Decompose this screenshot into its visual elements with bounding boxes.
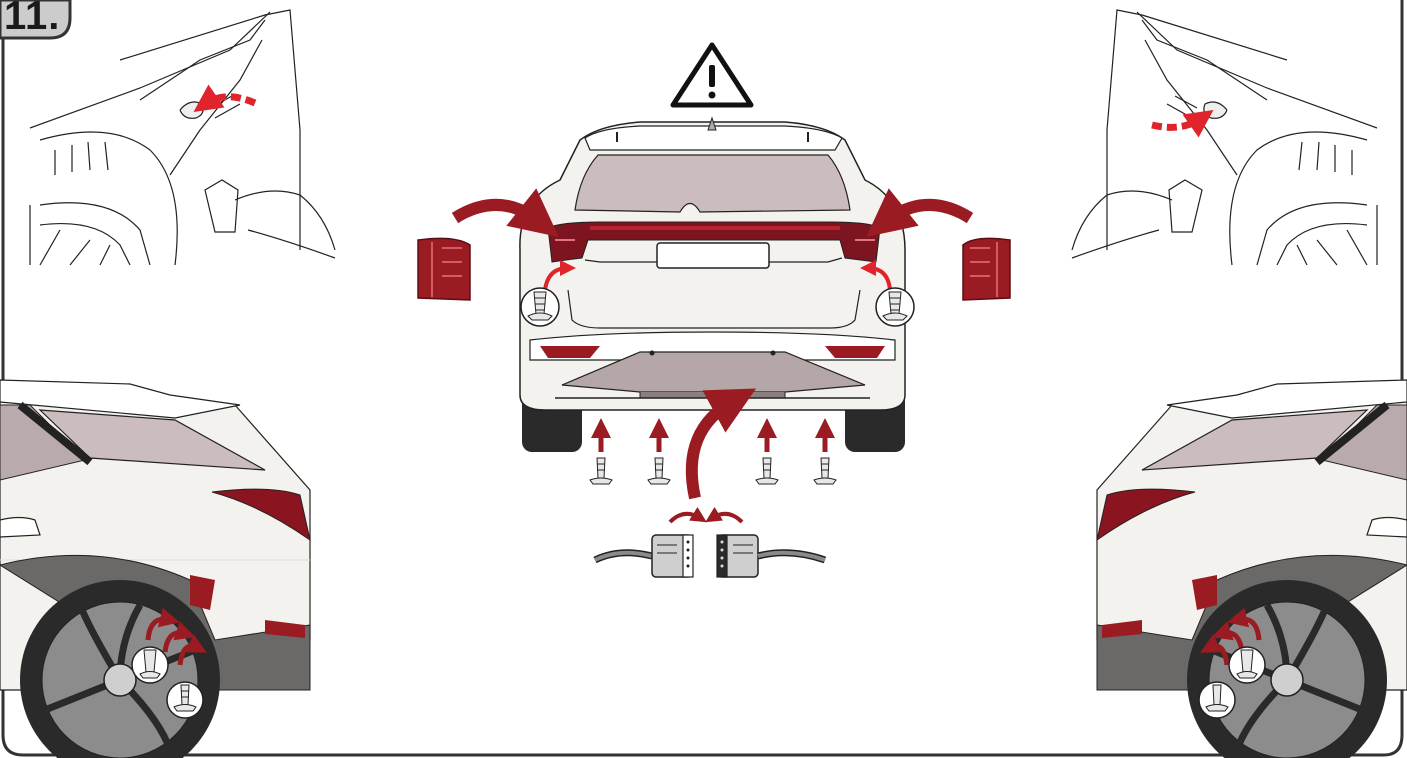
screw-clip-icon	[1199, 682, 1235, 718]
rear-wheel-arch-left-panel	[0, 380, 310, 758]
screw-clip-icon	[814, 428, 836, 484]
curved-arrow-icon	[712, 514, 742, 522]
step-number: 11.	[4, 0, 60, 39]
rear-wheel-arch-right-panel	[1097, 380, 1407, 758]
trunk-lining-fastener-left-panel	[30, 10, 335, 265]
curved-arrow-icon	[455, 205, 540, 222]
curved-arrow-icon	[1152, 118, 1202, 127]
screw-clip-group	[590, 428, 836, 484]
warning-triangle-icon	[673, 45, 751, 105]
trunk-lining-fastener-right-panel	[1072, 10, 1377, 265]
push-rivet-icon	[1229, 647, 1265, 683]
curved-arrow-icon	[885, 205, 970, 222]
curved-arrow-icon	[205, 97, 255, 104]
screw-clip-icon	[648, 428, 670, 484]
screw-clip-icon	[756, 428, 778, 484]
push-rivet-icon	[521, 288, 559, 326]
electrical-connector-icon	[595, 535, 825, 577]
rear-bumper-removal-panel	[520, 118, 905, 452]
screw-clip-icon	[590, 428, 612, 484]
curved-arrow-icon	[692, 400, 735, 498]
rear-window	[575, 155, 850, 212]
curved-arrow-icon	[670, 514, 700, 522]
push-rivet-icon	[876, 288, 914, 326]
screw-clip-icon	[167, 682, 203, 718]
license-plate-recess	[657, 243, 769, 268]
push-rivet-icon	[132, 647, 168, 683]
